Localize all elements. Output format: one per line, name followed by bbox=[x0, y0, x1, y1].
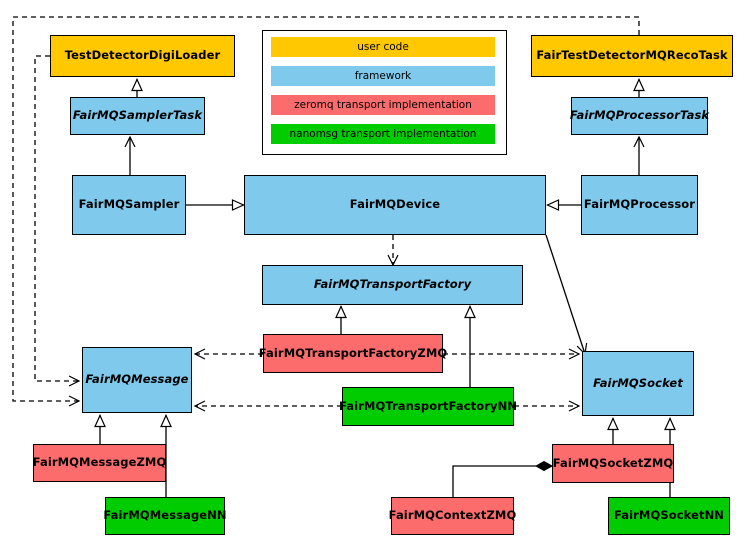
class-label: FairMQContextZMQ bbox=[388, 508, 517, 523]
class-label: TestDetectorDigiLoader bbox=[64, 48, 221, 63]
class-label: FairMQProcessor bbox=[583, 197, 696, 212]
class-box-testdetectordigiloader[interactable]: TestDetectorDigiLoader bbox=[50, 35, 235, 77]
class-label: FairMQSamplerTask bbox=[72, 108, 203, 123]
class-label: FairMQSocketZMQ bbox=[552, 455, 674, 470]
legend-swatch-framework: framework bbox=[271, 66, 495, 86]
class-box-fairmqsamplertask[interactable]: FairMQSamplerTask bbox=[70, 97, 205, 135]
class-label: FairMQTransportFactoryNN bbox=[338, 398, 518, 413]
edge-device-to-socket bbox=[545, 234, 588, 356]
edge-contextzmq-to-socketzmq bbox=[452, 460, 554, 497]
class-box-fairmqdevice[interactable]: FairMQDevice bbox=[244, 175, 546, 235]
class-box-fairmqprocessortask[interactable]: FairMQProcessorTask bbox=[569, 97, 710, 135]
class-box-fairmqcontextzmq[interactable]: FairMQContextZMQ bbox=[388, 497, 517, 535]
class-box-fairmqmessagenn[interactable]: FairMQMessageNN bbox=[103, 497, 227, 535]
class-label: FairTestDetectorMQRecoTask bbox=[536, 48, 728, 63]
class-label: FairMQProcessorTask bbox=[569, 108, 710, 123]
class-label: FairMQMessageNN bbox=[103, 508, 227, 523]
legend-label: nanomsg transport implementation bbox=[289, 128, 477, 140]
class-box-fairtestdetectormqrecotask[interactable]: FairTestDetectorMQRecoTask bbox=[531, 35, 733, 77]
class-box-fairmqtransportfactorynn[interactable]: FairMQTransportFactoryNN bbox=[338, 387, 518, 426]
class-box-fairmqsocket[interactable]: FairMQSocket bbox=[582, 351, 694, 416]
legend-swatch-nanomsg: nanomsg transport implementation bbox=[271, 124, 495, 144]
legend-swatch-zeromq: zeromq transport implementation bbox=[271, 95, 495, 115]
class-box-fairmqtransportfactoryzmq[interactable]: FairMQTransportFactoryZMQ bbox=[259, 334, 447, 373]
legend-swatch-user-code: user code bbox=[271, 37, 495, 57]
class-box-fairmqsampler[interactable]: FairMQSampler bbox=[72, 175, 186, 235]
class-box-fairmqprocessor[interactable]: FairMQProcessor bbox=[581, 175, 698, 235]
class-label: FairMQDevice bbox=[349, 197, 441, 212]
class-label: FairMQMessageZMQ bbox=[32, 455, 167, 470]
class-label: FairMQTransportFactoryZMQ bbox=[258, 345, 448, 360]
class-box-fairmqmessage[interactable]: FairMQMessage bbox=[82, 347, 192, 413]
class-box-fairmqmessagezmq[interactable]: FairMQMessageZMQ bbox=[33, 444, 166, 482]
class-box-fairmqtransportfactory[interactable]: FairMQTransportFactory bbox=[262, 265, 523, 305]
class-label: FairMQSampler bbox=[78, 197, 180, 212]
class-label: FairMQMessage bbox=[85, 372, 189, 387]
legend-label: user code bbox=[357, 41, 409, 53]
class-label: FairMQSocket bbox=[593, 375, 683, 390]
class-label: FairMQSocketNN bbox=[613, 508, 725, 523]
class-label: FairMQTransportFactory bbox=[313, 277, 472, 292]
legend-label: framework bbox=[354, 70, 412, 82]
legend-label: zeromq transport implementation bbox=[294, 99, 472, 111]
class-box-fairmqsocketnn[interactable]: FairMQSocketNN bbox=[608, 497, 730, 535]
class-box-fairmqsocketzmq[interactable]: FairMQSocketZMQ bbox=[552, 444, 674, 483]
